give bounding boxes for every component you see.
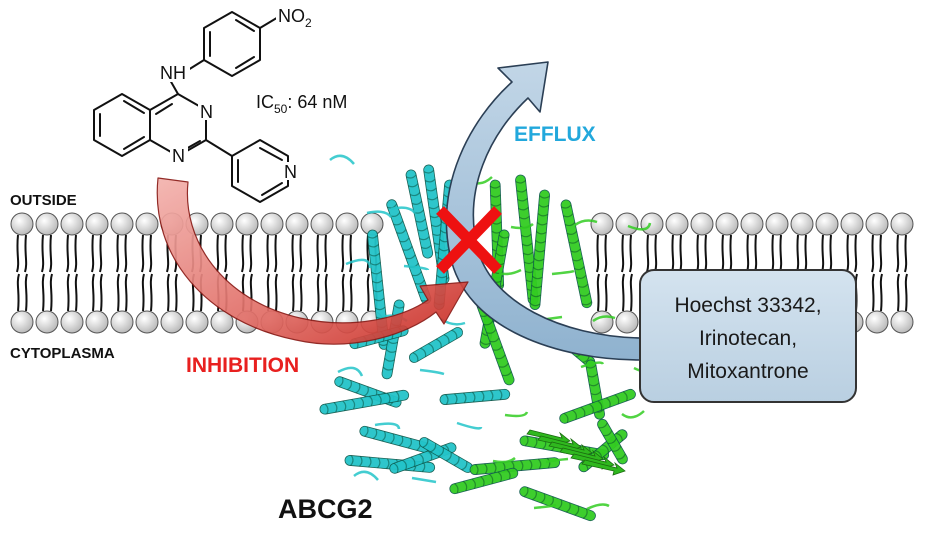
chain-a-ribbons <box>319 154 511 484</box>
block-cross-icon <box>436 206 502 274</box>
substrate-line-1: Hoechst 33342, <box>674 294 821 317</box>
cytoplasma-label: CYTOPLASMA <box>10 345 115 362</box>
pyridine-n-label: N <box>284 162 297 182</box>
efflux-label: EFFLUX <box>514 123 596 146</box>
ic50-label: IC50: 64 nM <box>256 92 347 116</box>
quinazoline-n3-label: N <box>200 102 213 122</box>
abcg2-protein-structure <box>319 154 658 522</box>
substrate-box: Hoechst 33342, Irinotecan, Mitoxantrone <box>639 269 857 403</box>
inhibition-arrow <box>156 177 469 345</box>
nitro-label: NO2 <box>278 6 312 30</box>
protein-name-label: ABCG2 <box>278 494 373 524</box>
quinazoline-n1-label: N <box>172 146 185 166</box>
inhibition-label: INHIBITION <box>186 354 299 377</box>
substrate-line-2: Irinotecan, <box>699 327 797 350</box>
efflux-arrow <box>445 61 641 361</box>
outside-label: OUTSIDE <box>10 192 77 209</box>
amine-label: NH <box>160 63 186 83</box>
substrate-line-3: Mitoxantrone <box>687 360 808 383</box>
